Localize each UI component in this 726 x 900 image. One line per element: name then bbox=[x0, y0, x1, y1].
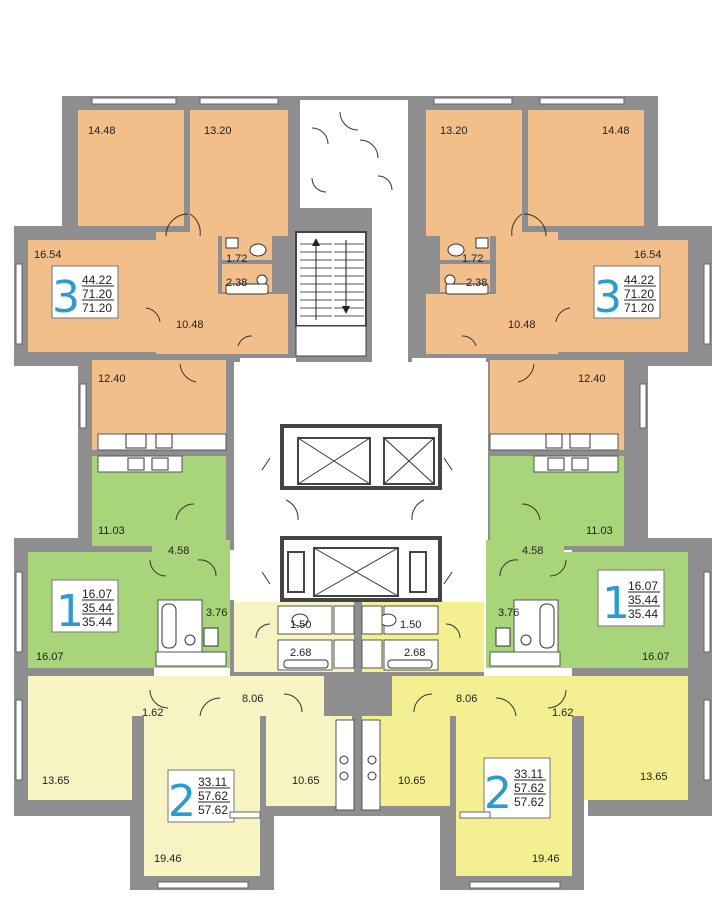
staircase bbox=[295, 111, 393, 357]
room-area-label: 13.20 bbox=[204, 125, 232, 137]
window bbox=[15, 699, 23, 781]
window bbox=[15, 263, 23, 345]
apartment-total-with-balcony: 57.62 bbox=[514, 795, 544, 809]
room-area-label: 14.48 bbox=[602, 125, 630, 137]
room-area-label: 11.03 bbox=[98, 525, 125, 537]
apartment-room-count: 3 bbox=[52, 272, 80, 323]
room-area-label: 12.40 bbox=[578, 373, 606, 385]
apartment-room-count: 1 bbox=[56, 586, 84, 637]
window bbox=[639, 383, 647, 429]
room-area-label: 1.62 bbox=[142, 707, 163, 719]
apartment-2-right: 1.50 2.68 8.06 1.62 13.65 10.65 19.46 2 … bbox=[361, 602, 688, 876]
room-area-label: 16.54 bbox=[34, 249, 62, 261]
apartment-2-left: 1.50 2.68 8.06 1.62 13.65 10.65 19.46 2 … bbox=[28, 602, 355, 876]
room-area-label: 1.72 bbox=[226, 253, 247, 265]
room-area-label: 12.40 bbox=[98, 373, 126, 385]
window bbox=[91, 97, 177, 105]
apartment-3-left: 14.48 13.20 16.54 1.72 2.38 10.48 12.40 … bbox=[28, 110, 288, 451]
apartment-living-area: 16.07 bbox=[628, 579, 658, 593]
window bbox=[79, 383, 87, 429]
apartment-1-left: 11.03 4.58 16.07 3.76 1 16.07 35.44 35.4… bbox=[28, 455, 230, 668]
room-area-label: 8.06 bbox=[456, 693, 477, 705]
room-area-label: 13.65 bbox=[42, 775, 70, 787]
room-area-label: 4.58 bbox=[168, 545, 189, 557]
apartment-total-with-balcony: 35.44 bbox=[628, 607, 658, 621]
apartment-living-area: 33.11 bbox=[514, 767, 543, 781]
window bbox=[157, 881, 249, 889]
window bbox=[469, 881, 561, 889]
apartment-room-count: 3 bbox=[594, 272, 622, 323]
room-area-label: 1.50 bbox=[290, 619, 311, 631]
window bbox=[703, 699, 711, 781]
room-area-label: 10.65 bbox=[398, 775, 426, 787]
apartment-total-area: 57.62 bbox=[198, 789, 228, 803]
apartment-total-with-balcony: 57.62 bbox=[198, 803, 228, 817]
room-area-label: 11.03 bbox=[586, 525, 613, 537]
apartment-room-count: 2 bbox=[168, 776, 196, 827]
room-area-label: 19.46 bbox=[532, 853, 560, 865]
room-area-label: 16.07 bbox=[36, 651, 64, 663]
room-area-label: 1.50 bbox=[400, 619, 421, 631]
room-area-label: 13.65 bbox=[640, 771, 668, 783]
room-area-label: 1.72 bbox=[462, 253, 483, 265]
apartment-total-with-balcony: 71.20 bbox=[624, 301, 654, 315]
apartment-total-area: 71.20 bbox=[624, 287, 654, 301]
apartment-total-with-balcony: 71.20 bbox=[82, 301, 112, 315]
apartment-living-area: 44.22 bbox=[624, 273, 654, 287]
apartment-total-area: 35.44 bbox=[628, 593, 658, 607]
apartment-3-right: 13.20 14.48 16.54 1.72 2.38 10.48 12.40 … bbox=[426, 110, 688, 451]
windows bbox=[15, 97, 711, 889]
window bbox=[229, 811, 261, 819]
apartment-total-area: 57.62 bbox=[514, 781, 544, 795]
room-area-label: 3.76 bbox=[498, 607, 519, 619]
window bbox=[15, 571, 23, 653]
room-area-label: 16.54 bbox=[634, 249, 662, 261]
room-area-label: 4.58 bbox=[522, 545, 543, 557]
apartment-room-count: 2 bbox=[484, 768, 512, 819]
window bbox=[459, 811, 491, 819]
apartment-total-area: 35.44 bbox=[82, 601, 112, 615]
window bbox=[703, 263, 711, 345]
apartment-total-area: 71.20 bbox=[82, 287, 112, 301]
room-area-label: 16.07 bbox=[642, 651, 670, 663]
room-area-label: 2.38 bbox=[466, 277, 487, 289]
room-area-label: 10.65 bbox=[292, 775, 320, 787]
room-area-label: 13.20 bbox=[440, 125, 468, 137]
room-area-label: 2.68 bbox=[404, 647, 425, 659]
apartment-living-area: 44.22 bbox=[82, 273, 112, 287]
apartment-1-right: 11.03 4.58 16.07 3.76 1 16.07 35.44 35.4… bbox=[486, 455, 688, 668]
room-area-label: 1.62 bbox=[552, 707, 573, 719]
room-area-label: 10.48 bbox=[508, 319, 536, 331]
elevator-shafts bbox=[261, 424, 453, 602]
window bbox=[433, 97, 513, 105]
room-area-label: 3.76 bbox=[206, 607, 227, 619]
room-area-label: 8.06 bbox=[242, 693, 263, 705]
window bbox=[199, 97, 279, 105]
apartment-living-area: 33.11 bbox=[198, 775, 227, 789]
room-area-label: 19.46 bbox=[154, 853, 182, 865]
apartment-room-count: 1 bbox=[602, 578, 630, 629]
window bbox=[703, 571, 711, 653]
apartment-total-with-balcony: 35.44 bbox=[82, 615, 112, 629]
window bbox=[539, 97, 625, 105]
room-area-label: 14.48 bbox=[88, 125, 116, 137]
apartment-living-area: 16.07 bbox=[82, 587, 112, 601]
room-area-label: 2.68 bbox=[290, 647, 311, 659]
room-area-label: 2.38 bbox=[226, 277, 247, 289]
room-area-label: 10.48 bbox=[176, 319, 204, 331]
